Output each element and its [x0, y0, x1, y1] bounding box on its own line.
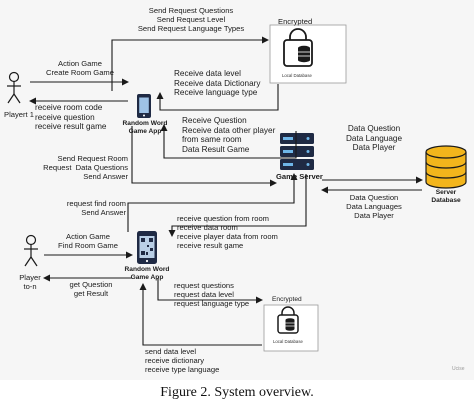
- lock-database-icon-bottom: [277, 306, 299, 334]
- player-n-label: Player to-n: [19, 273, 41, 291]
- server-database-icon: [425, 145, 467, 189]
- encrypted-label-bottom: Encrypted: [272, 296, 302, 303]
- figure-caption: Figure 2. System overview.: [160, 385, 314, 400]
- player1-label: Playert 1: [4, 110, 34, 119]
- player1-icon: [7, 71, 21, 104]
- edge-localdb-to-app2: send data level receive dictionary recei…: [145, 347, 220, 374]
- phone-icon-bottom: [137, 231, 157, 264]
- edge-app2-to-localdb: request questions request data level req…: [174, 281, 250, 308]
- diagram-graphics: [7, 24, 467, 352]
- game-server-label: Game Server: [276, 172, 323, 181]
- encrypted-label-top: Encrypted: [278, 17, 313, 26]
- edge-server-to-db: Data Question Data Language Data Player: [346, 124, 402, 153]
- edge-app-to-p1: receive room code receive question recei…: [35, 103, 107, 132]
- phone-icon-top: [137, 94, 151, 118]
- local-db-label-bottom: Local Database: [273, 339, 303, 344]
- edge-pn-to-app2: Action Game Find Room Game: [58, 232, 118, 250]
- edge-server-to-app2: receive question from room receive data …: [177, 214, 278, 250]
- app-bottom-label: Random Word Game App: [124, 266, 170, 281]
- lock-database-icon-top: [283, 28, 313, 67]
- edge-p1-to-app: Action Game Create Room Game: [46, 59, 114, 77]
- edge-app-to-localdb-top: Send Request Questions Send Request Leve…: [137, 6, 245, 33]
- edge-localdb-to-app-top: Receive data level Receive data Dictiona…: [174, 69, 261, 98]
- edge-server-to-app-top: Receive Question Receive data other play…: [182, 116, 276, 154]
- server-db-label: Server Database: [431, 189, 461, 204]
- local-db-label-top: Local Database: [282, 73, 312, 78]
- watermark: Ucise: [452, 366, 465, 372]
- app-top-label: Random Word Game App: [122, 120, 168, 135]
- edge-app-to-server-top: Send Request Room Request Data Questions…: [43, 154, 128, 181]
- game-server-icon: [280, 133, 314, 170]
- edge-db-to-server: Data Question Data Languages Data Player: [346, 193, 402, 220]
- edge-app2-to-server: request find room Send Answer: [66, 199, 126, 217]
- connector-arrows: [29, 36, 423, 346]
- edge-app2-to-pn: get Question get Result: [69, 280, 113, 298]
- player-n-icon: [24, 234, 38, 267]
